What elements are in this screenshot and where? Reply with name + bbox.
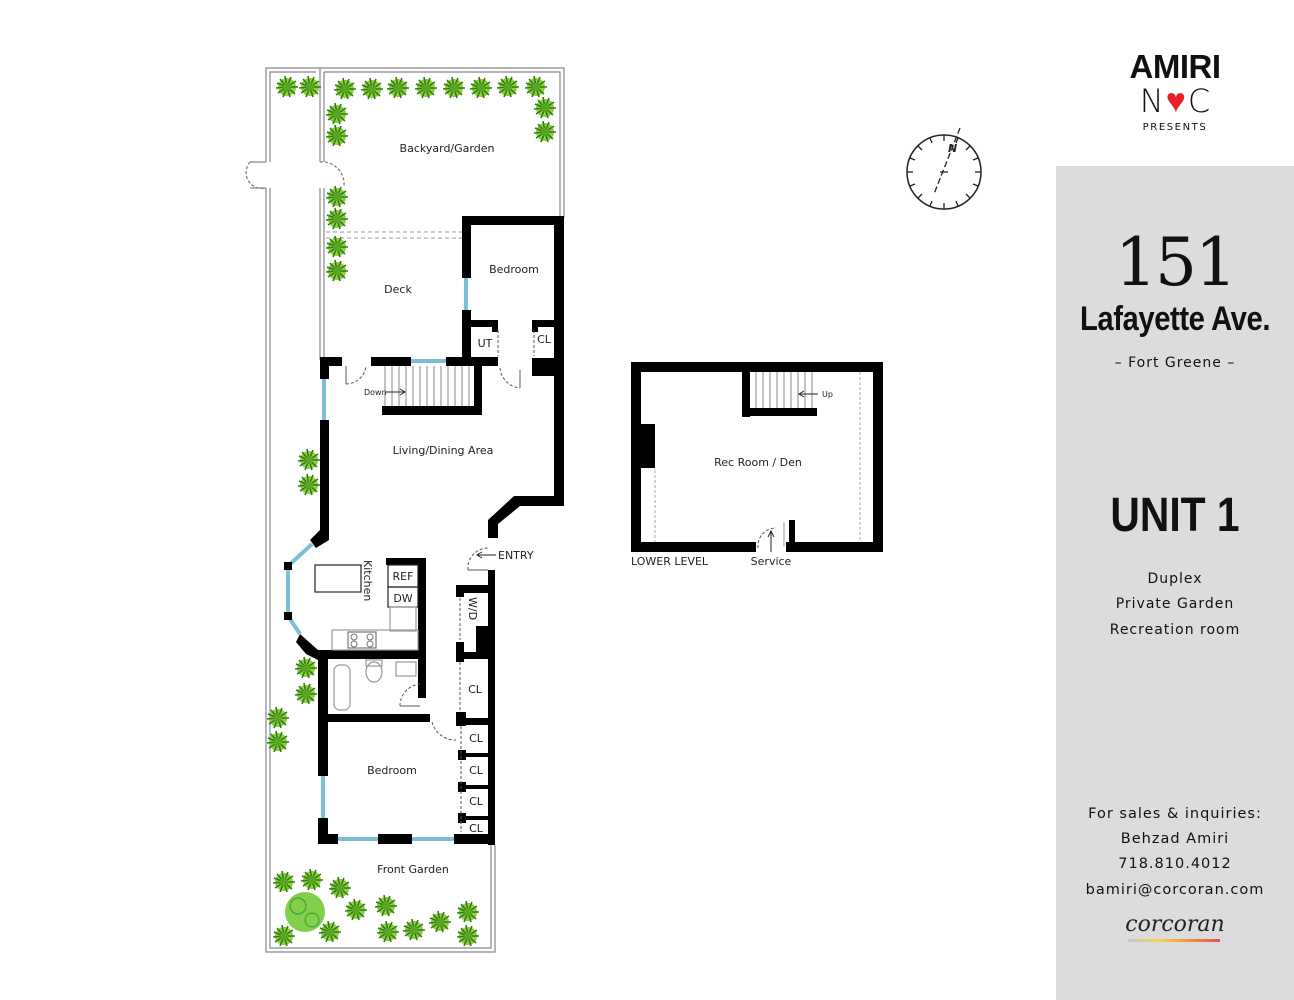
lot-outline [265,67,565,953]
logo-amiri: AMIRI [1129,48,1222,85]
room-label-backyard: Backyard/Garden [400,142,495,155]
shrub [285,892,325,932]
closet-label: CL [469,822,484,835]
lower-level-title: LOWER LEVEL [631,555,709,568]
wd-label: W/D [466,597,479,620]
room-label-bedroom-rear: Bedroom [489,263,539,276]
heart-icon: ♥ [1165,81,1186,121]
entry-label: ENTRY [498,549,534,562]
garden-gate [245,161,345,190]
compass-icon: N [906,127,982,210]
room-label-living: Living/Dining Area [393,444,494,457]
feature-item: Duplex [1147,571,1203,587]
lower-level-walls [631,362,883,552]
compass-north-label: N [948,142,957,155]
agent-phone[interactable]: 718.810.4012 [1118,856,1232,872]
ref-label: REF [393,570,414,583]
room-label-closet-hall: CL [468,683,483,696]
room-label-deck: Deck [384,283,412,296]
logo-presents: PRESENTS [1142,122,1208,133]
windows [286,278,468,841]
logo-c: C [1187,82,1211,120]
corcoran-logo-bar [1128,939,1220,942]
room-label-rec-room: Rec Room / Den [714,456,802,469]
room-label-utility: UT [478,337,493,350]
corcoran-logo: corcoran [1125,912,1225,937]
room-label-kitchen: Kitchen [361,560,374,601]
room-label-front-garden: Front Garden [377,863,449,876]
street-number: 151 [1115,224,1237,301]
room-label-bedroom-front: Bedroom [367,764,417,777]
stairs-down-label: Down [364,388,387,397]
closet-label: CL [469,764,484,777]
feature-item: Recreation room [1109,622,1241,638]
dw-label: DW [393,592,412,605]
stairs-down [384,366,470,406]
closet-label: CL [469,795,484,808]
contact-heading: For sales & inquiries: [1088,806,1262,822]
room-label-closet-rear: CL [537,333,552,346]
agent-email[interactable]: bamiri@corcoran.com [1085,882,1265,898]
closet-label: CL [469,732,484,745]
walls [296,216,564,845]
service-entry-label: Service [751,555,792,568]
feature-item: Private Garden [1115,596,1235,612]
unit-title: UNIT 1 [1110,489,1240,542]
listing-info-panel: 151 Lafayette Ave. – Fort Greene – UNIT … [1056,166,1294,1000]
street-name: Lafayette Ave. [1079,300,1271,338]
stairs-up-label: Up [822,390,833,399]
neighborhood: – Fort Greene – [1114,355,1236,371]
floor-plan: N Backyard/Garden Deck Bedroom UT CL Dow… [245,67,982,953]
logo-nyc: N ♥ C [1100,84,1250,118]
agent-name: Behzad Amiri [1120,831,1230,847]
logo-n: N [1139,82,1164,120]
amiri-nyc-logo: AMIRI N ♥ C PRESENTS [1100,48,1250,134]
